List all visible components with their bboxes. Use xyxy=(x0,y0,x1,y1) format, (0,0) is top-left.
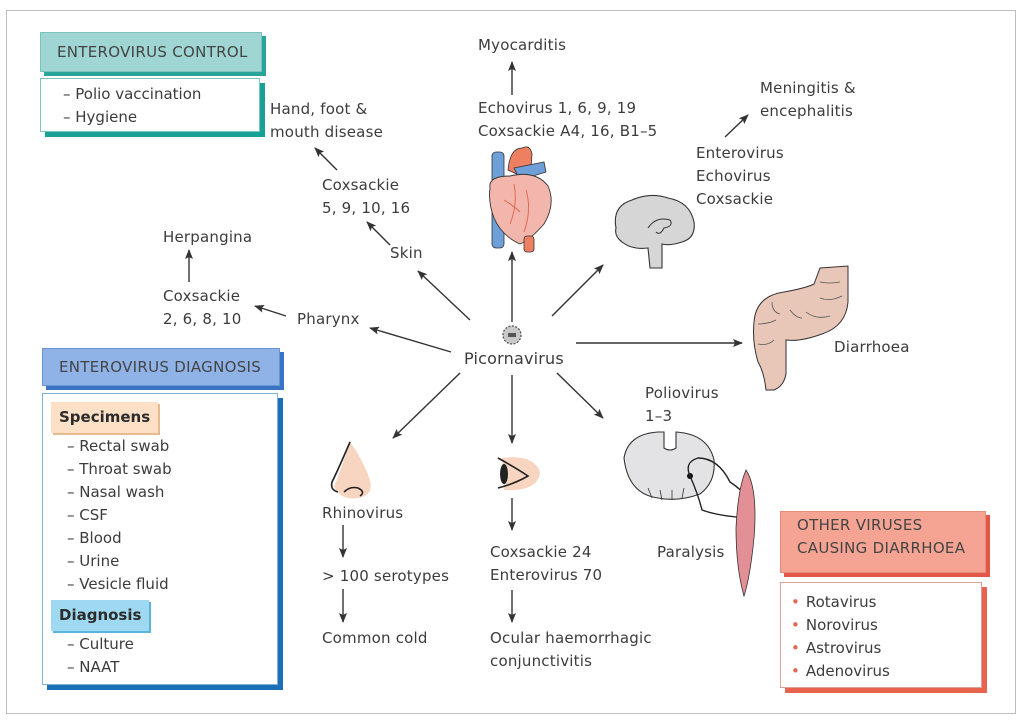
eye-viruses-label: Coxsackie 24 Enterovirus 70 xyxy=(490,541,602,587)
list-item-label: Norovirus xyxy=(805,616,878,634)
text-line: encephalitis xyxy=(760,102,854,120)
heart-icon xyxy=(489,146,552,253)
list-item: • Norovirus xyxy=(791,614,981,637)
arrow-to-nose xyxy=(392,372,461,439)
list-item-label: Rotavirus xyxy=(805,593,877,611)
arrow-to-brain xyxy=(551,264,604,317)
enterovirus-control-list: – Polio vaccination – Hygiene xyxy=(40,78,260,132)
list-item-label: Astrovirus xyxy=(805,639,882,657)
list-item: • Astrovirus xyxy=(791,637,981,660)
bullet-icon: • xyxy=(791,593,800,611)
text-line: Coxsackie xyxy=(696,190,774,208)
list-item: • Rotavirus xyxy=(791,591,981,614)
spinal-cord-muscle-icon xyxy=(623,431,756,598)
text-line: Coxsackie 24 xyxy=(490,543,592,561)
enterovirus-control-title: ENTEROVIRUS CONTROL xyxy=(57,43,248,61)
arrow-to-poliovirus xyxy=(556,372,604,419)
list-item: • Adenovirus xyxy=(791,660,981,683)
text-line: Echovirus 1, 6, 9, 19 xyxy=(478,99,637,117)
poliovirus-label: Poliovirus 1–3 xyxy=(645,382,719,428)
enterovirus-diagnosis-list: Specimens – Rectal swab – Throat swab – … xyxy=(42,393,278,685)
virus-particle-icon xyxy=(502,325,522,345)
list-item: – Urine xyxy=(67,552,120,570)
serotypes-label: > 100 serotypes xyxy=(322,567,450,585)
myocarditis-label: Myocarditis xyxy=(478,36,567,54)
enterovirus-diagnosis-header: ENTEROVIRUS DIAGNOSIS xyxy=(42,348,280,386)
specimens-label: Specimens xyxy=(51,402,159,433)
rhinovirus-label: Rhinovirus xyxy=(322,504,404,522)
list-item-label: Adenovirus xyxy=(805,662,890,680)
diagnosis-label: Diagnosis xyxy=(51,600,150,631)
text-line: conjunctivitis xyxy=(490,652,593,670)
enterovirus-diagnosis-title: ENTEROVIRUS DIAGNOSIS xyxy=(59,358,262,376)
pharynx-viruses-label: Coxsackie 2, 6, 8, 10 xyxy=(163,285,242,331)
bullet-icon: • xyxy=(791,616,800,634)
text-line: mouth disease xyxy=(270,123,384,141)
bullet-icon: • xyxy=(791,639,800,657)
other-viruses-title-line: CAUSING DIARRHOEA xyxy=(797,539,966,557)
text-line: Enterovirus xyxy=(696,144,784,162)
diagram-frame xyxy=(6,10,1016,714)
other-viruses-header: OTHER VIRUSES CAUSING DIARRHOEA xyxy=(780,511,986,573)
conjunctivitis-label: Ocular haemorrhagic conjunctivitis xyxy=(490,627,652,673)
center-label: Picornavirus xyxy=(464,349,564,368)
diarrhoea-label: Diarrhoea xyxy=(834,338,910,356)
intestine-icon xyxy=(753,265,849,391)
list-item: – Vesicle fluid xyxy=(67,575,169,593)
text-line: 1–3 xyxy=(645,407,673,425)
text-line: Coxsackie xyxy=(163,287,241,305)
text-line: Coxsackie A4, 16, B1–5 xyxy=(478,122,658,140)
eye-icon xyxy=(497,457,540,491)
brain-icon xyxy=(614,194,695,269)
list-item: – Nasal wash xyxy=(67,483,165,501)
list-item: – Rectal swab xyxy=(67,437,170,455)
pharynx-label: Pharynx xyxy=(297,310,360,328)
paralysis-label: Paralysis xyxy=(657,543,725,561)
arrow-to-skin-viruses xyxy=(366,221,391,246)
skin-label: Skin xyxy=(390,244,423,262)
list-item: – CSF xyxy=(67,506,108,524)
bullet-icon: • xyxy=(791,662,800,680)
arrow-to-pharynx xyxy=(369,326,452,353)
text-line: Ocular haemorrhagic xyxy=(490,629,652,647)
text-line: 2, 6, 8, 10 xyxy=(163,310,242,328)
text-line: 5, 9, 10, 16 xyxy=(322,199,411,217)
text-line: Meningitis & xyxy=(760,79,856,97)
text-line: Coxsackie xyxy=(322,176,400,194)
heart-viruses-label: Echovirus 1, 6, 9, 19 Coxsackie A4, 16, … xyxy=(478,97,657,143)
text-line: Enterovirus 70 xyxy=(490,566,603,584)
meningitis-label: Meningitis & encephalitis xyxy=(760,77,856,123)
skin-viruses-label: Coxsackie 5, 9, 10, 16 xyxy=(322,174,410,220)
common-cold-label: Common cold xyxy=(322,629,428,647)
herpangina-label: Herpangina xyxy=(163,228,253,246)
list-item: – Blood xyxy=(67,529,122,547)
nose-icon xyxy=(330,441,371,499)
list-item: – Polio vaccination xyxy=(63,85,202,103)
hfmd-label: Hand, foot & mouth disease xyxy=(270,98,383,144)
list-item: – Throat swab xyxy=(67,460,172,478)
other-viruses-title-line: OTHER VIRUSES xyxy=(797,516,923,534)
text-line: Poliovirus xyxy=(645,384,719,402)
list-item: – Culture xyxy=(67,635,134,653)
arrow-to-pharynx-viruses xyxy=(254,304,287,317)
arrow-to-meningitis xyxy=(724,114,749,138)
text-line: Hand, foot & xyxy=(270,100,368,118)
list-item: – Hygiene xyxy=(63,108,138,126)
brain-viruses-label: Enterovirus Echovirus Coxsackie xyxy=(696,142,784,211)
arrow-to-skin xyxy=(417,270,471,321)
list-item: – NAAT xyxy=(67,658,120,676)
other-viruses-list: • Rotavirus • Norovirus • Astrovirus • Adeno… xyxy=(780,582,982,688)
text-line: Echovirus xyxy=(696,167,771,185)
enterovirus-control-header: ENTEROVIRUS CONTROL xyxy=(40,32,262,72)
arrow-to-hfmd xyxy=(314,147,338,171)
